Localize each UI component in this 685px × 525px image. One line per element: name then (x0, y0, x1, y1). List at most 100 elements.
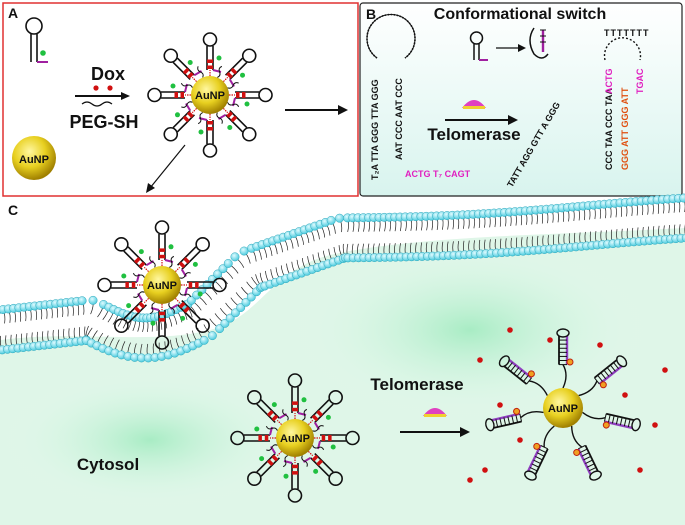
right-seq-b: GGG ATT GGG ATT (620, 87, 630, 170)
hairpin-probe (247, 390, 288, 425)
panel-c-enzyme: Telomerase (370, 375, 463, 394)
free-aunp-label: AuNP (19, 154, 49, 166)
reaction-arrowhead (121, 92, 130, 100)
panel-b-border (359, 2, 683, 197)
lipid-head (215, 324, 225, 334)
aunp-core (543, 388, 583, 428)
peg-squiggle (81, 101, 113, 107)
hairpin-probe (308, 390, 343, 431)
dox-molecule (467, 477, 473, 483)
telomerase-icon (462, 100, 486, 109)
right-top-seq: TTTTTTT (604, 28, 649, 38)
hairpin-probe (154, 220, 174, 266)
dox-molecule (477, 357, 483, 363)
telomerase-arrowhead-c (460, 427, 470, 437)
lipid-head (239, 246, 249, 256)
cytosol-glow (0, 370, 300, 510)
dox-molecule (652, 422, 658, 428)
lipid-head (186, 295, 196, 305)
functionalized-aunp-inside: AuNP (230, 373, 360, 503)
left-stem-seq-b: AAT CCC AAT CCC (394, 78, 404, 160)
dox-molecule (547, 337, 553, 343)
hairpin-probe (163, 102, 197, 142)
lipid-head (218, 264, 228, 274)
right-seq-a: CCC TAA CCC TAA (604, 88, 614, 170)
panel-c-letter: C (8, 202, 18, 218)
right-duplex: TTTTTTT CCC TAA CCC TAA ACTG GGG ATT GGG… (603, 28, 649, 170)
lipid-head (223, 259, 233, 268)
hairpin-probe (230, 426, 276, 446)
dox-molecule (482, 467, 488, 473)
lipid-head (230, 308, 240, 318)
open-duplex (582, 411, 641, 432)
single-hairpin (25, 17, 48, 63)
cytosol-glow (290, 240, 650, 420)
panel-b-title: Conformational switch (434, 6, 606, 23)
cytosol-label: Cytosol (77, 455, 139, 474)
dox-dot (107, 85, 113, 91)
panel-b: B Conformational switch T₂A TTA GGG TTA … (359, 2, 683, 197)
arrow-to-b-head (338, 105, 348, 115)
arrow-to-c (149, 144, 186, 189)
open-duplex (485, 407, 544, 432)
lipid-head (199, 335, 209, 345)
panel-c: C Cytosol AuNP AuNP Telomerase AuNP (0, 193, 685, 525)
lipid-head (77, 296, 87, 306)
lipid-head (220, 318, 230, 328)
hairpin-probe (302, 451, 343, 486)
lipid-head (225, 313, 235, 323)
open-duplex (498, 355, 548, 396)
open-duplex (570, 426, 602, 481)
dox-molecule (622, 392, 628, 398)
panel-a-border (2, 2, 359, 197)
switch-arrowhead (518, 44, 526, 52)
dox-molecule (497, 402, 503, 408)
telomerase-arrowhead (508, 115, 518, 125)
reagent-peg-sh: PEG-SH (69, 112, 138, 132)
left-tail-seq: ACTG T₇ CAGT (405, 169, 471, 179)
dox-dot (93, 85, 99, 91)
panel-a: A AuNP Dox PEG-SH AuNP (2, 2, 359, 197)
lipid-head (241, 297, 251, 307)
hairpin-probe (314, 430, 360, 450)
functionalized-aunp-outside: AuNP (97, 220, 227, 350)
arrow-to-c-head (146, 183, 155, 193)
hairpin-probe (97, 273, 143, 293)
aunp-label: AuNP (147, 280, 177, 292)
right-seq-a-tail: ACTG (604, 69, 614, 95)
lipid-head (326, 215, 336, 225)
dox-molecule (637, 467, 643, 473)
dox-molecule (597, 342, 603, 348)
open-duplex (556, 328, 574, 389)
open-duplex (524, 425, 555, 481)
hairpin-probe (287, 373, 307, 419)
reagent-dox: Dox (91, 64, 125, 84)
hairpin-probe (163, 48, 203, 82)
aunp-core (276, 419, 314, 457)
lipid-head (246, 292, 256, 302)
aunp-label: AuNP (548, 403, 578, 415)
telomerase-icon (423, 408, 447, 417)
switched-aunp: AuNP (467, 327, 668, 483)
right-seq-b-tail: TGAC (635, 68, 645, 94)
small-hairpin-open (529, 27, 549, 59)
dox-molecule (507, 327, 513, 333)
open-duplex (578, 355, 628, 397)
lipid-head (681, 233, 685, 243)
hairpin-probe (247, 445, 282, 486)
hairpin-probe (217, 108, 257, 142)
aunp-label: AuNP (280, 433, 310, 445)
hairpin-probe (114, 292, 149, 333)
left-stem-seq-a: T₂A TTA GGG TTA GGG (370, 79, 380, 180)
hairpin-probe (181, 277, 227, 297)
left-hairpin: T₂A TTA GGG TTA GGG AAT CCC AAT CCC ACTG… (366, 13, 471, 180)
lipid-head (236, 303, 246, 313)
lipid-head (207, 331, 217, 341)
panel-b-enzyme: Telomerase (427, 125, 520, 144)
lipid-membrane (0, 193, 685, 363)
panel-b-letter: B (366, 6, 376, 22)
dox-molecule (662, 367, 668, 373)
hairpin-probe (283, 457, 303, 503)
